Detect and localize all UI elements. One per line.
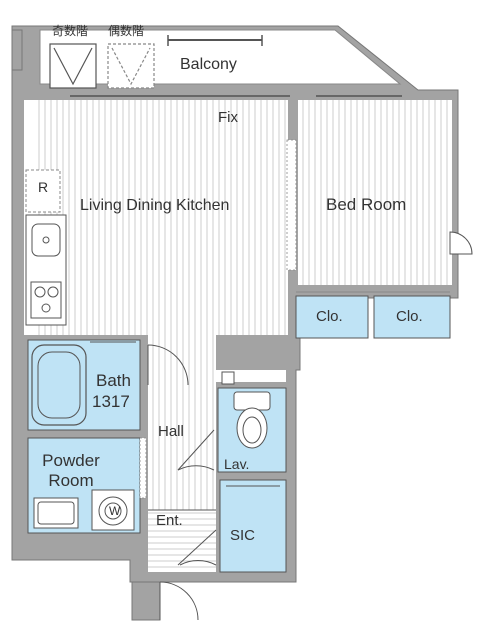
stair-even-label: 偶数階 xyxy=(108,24,145,38)
sic-storage xyxy=(219,479,287,573)
powder-line2-label: Room xyxy=(48,471,94,490)
kitchen-sink-icon xyxy=(31,223,61,257)
entrance-label: Ent. xyxy=(156,512,183,529)
closet-1 xyxy=(295,295,369,339)
powder-line1-label: Powder xyxy=(42,451,100,470)
washing-machine-icon xyxy=(91,489,135,531)
bedroom-label: Bed Room xyxy=(326,195,407,214)
hall-floor xyxy=(148,330,216,510)
bathtub-icon xyxy=(31,344,87,426)
stair-odd-label: 奇数階 xyxy=(52,24,89,38)
stove-icon xyxy=(30,281,62,319)
hatch-icon xyxy=(107,43,155,89)
washbasin-icon xyxy=(33,497,79,529)
hall-label: Hall xyxy=(158,423,184,440)
ldk-floor xyxy=(24,100,288,335)
ldk-label: Living Dining Kitchen xyxy=(80,197,230,214)
closet-2-label: Clo. xyxy=(396,308,423,325)
lavatory-label: Lav. xyxy=(224,456,250,472)
fix-label: Fix xyxy=(218,109,238,126)
toilet-icon xyxy=(233,391,271,449)
balcony-label: Balcony xyxy=(180,56,237,73)
bath-label: Bath xyxy=(96,371,131,390)
bedroom-floor xyxy=(298,100,452,285)
fridge-space xyxy=(25,169,61,213)
hatch-icon xyxy=(49,43,97,89)
bath-size-label: 1317 xyxy=(92,392,130,411)
door-swing-icon xyxy=(147,231,473,621)
sic-label: SIC xyxy=(230,527,256,544)
closet-2 xyxy=(373,295,451,339)
closet-1-label: Clo. xyxy=(316,308,343,325)
washer-label: W xyxy=(109,504,121,518)
fridge-label: R xyxy=(38,179,49,195)
